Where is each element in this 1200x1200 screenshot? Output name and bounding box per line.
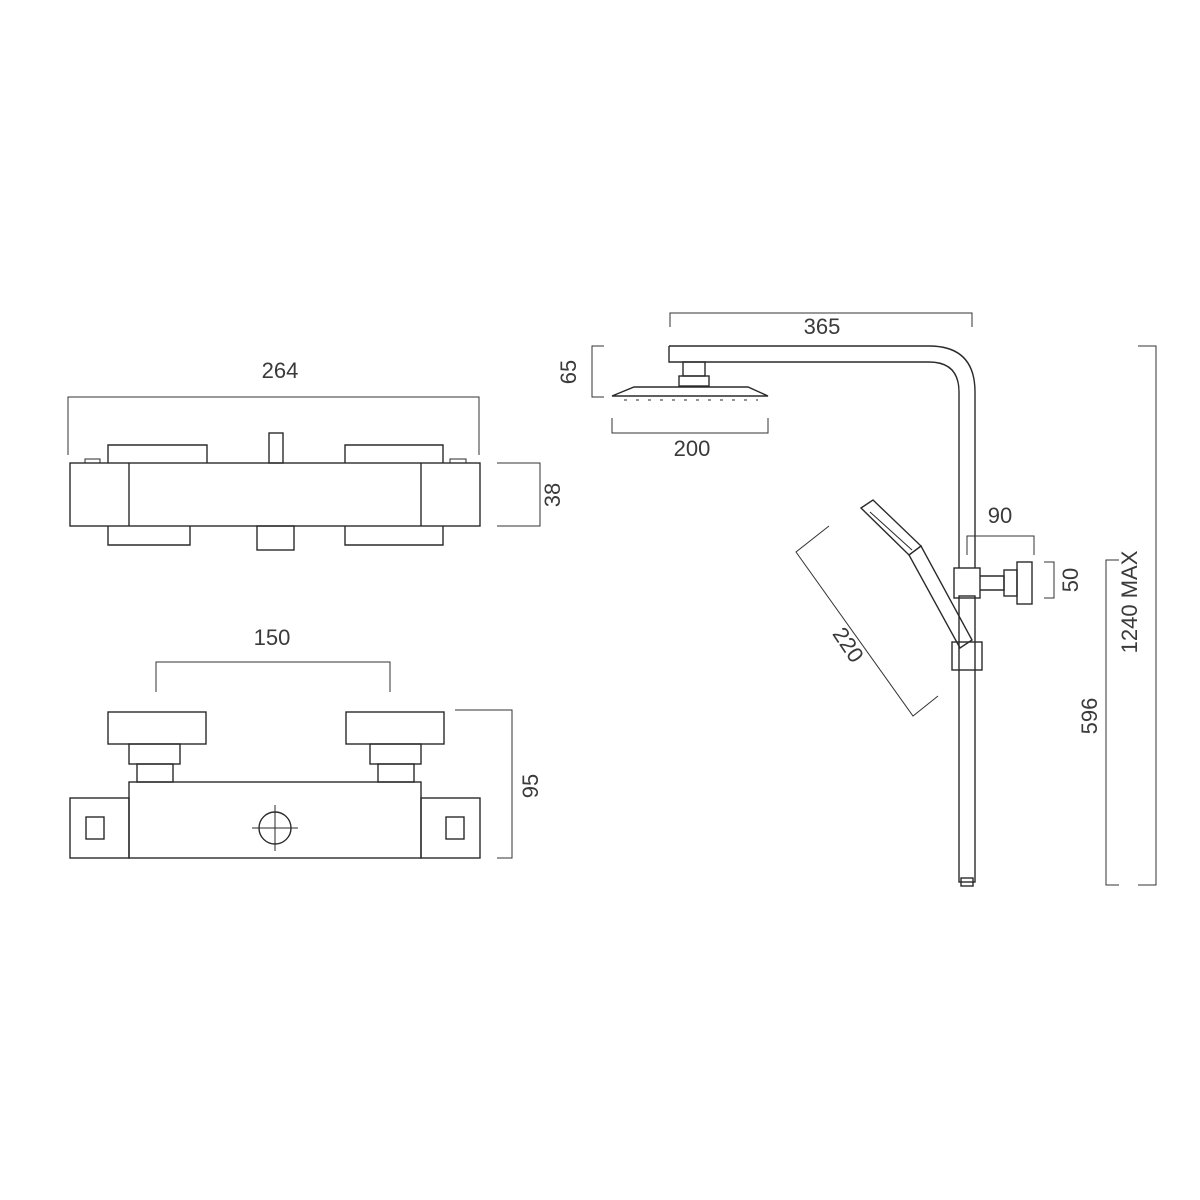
dim-label-264: 264 — [262, 358, 299, 383]
dim-line-65 — [591, 345, 604, 398]
dim-label-50: 50 — [1058, 568, 1083, 592]
valve-top-right-cartridge — [344, 444, 444, 463]
slide-rail — [958, 595, 976, 883]
shower-head — [611, 386, 769, 397]
valve-top-right-lower — [344, 526, 444, 546]
dim-line-1240 — [1138, 345, 1157, 886]
valve-top-body — [69, 462, 481, 527]
dim-label-65: 65 — [556, 360, 581, 384]
dim-line-90 — [966, 535, 1035, 555]
shower-arm-inner — [668, 346, 960, 568]
valve-front-view: 150 95 — [69, 625, 543, 859]
dim-label-95: 95 — [518, 774, 543, 798]
valve-top-left-cartridge — [107, 444, 208, 463]
valve-top-inlet-stub — [268, 432, 284, 464]
valve-top-left-tab — [84, 458, 101, 463]
dim-line-596 — [1105, 559, 1119, 886]
dim-label-200: 200 — [674, 436, 711, 461]
valve-front-left-cap-square — [85, 816, 105, 840]
valve-front-left-knob — [107, 711, 207, 745]
valve-front-right-cap — [420, 797, 481, 859]
valve-front-left-stem — [136, 763, 174, 783]
shower-head-connector — [682, 361, 706, 377]
valve-top-view: 264 38 — [67, 358, 565, 551]
valve-top-outlet — [256, 525, 295, 551]
dim-line-220 — [795, 525, 939, 717]
wall-bracket-clamp — [953, 567, 981, 599]
shower-column: 365 65 200 90 50 220 596 1240 MAX — [556, 312, 1157, 887]
shower-arm — [669, 345, 976, 568]
valve-front-right-knob — [345, 711, 445, 745]
dim-line-264 — [67, 396, 480, 455]
dim-line-38 — [497, 462, 541, 527]
handset-holder — [951, 641, 983, 671]
valve-front-right-cap-square — [445, 816, 465, 840]
valve-front-left-collar — [128, 743, 181, 765]
valve-top-right-tab — [449, 458, 467, 463]
wall-bracket-arm — [980, 575, 1005, 591]
hand-shower-face — [869, 511, 913, 551]
hand-shower-handle — [908, 544, 973, 650]
dim-label-596: 596 — [1077, 698, 1102, 735]
wall-bracket-rosette — [1016, 561, 1033, 605]
wall-bracket-rosette-inner — [1003, 569, 1018, 597]
dim-label-365: 365 — [804, 314, 841, 339]
valve-top-left-lower — [107, 526, 191, 546]
dim-label-150: 150 — [254, 625, 291, 650]
dim-label-90: 90 — [988, 503, 1012, 528]
rail-end-cap — [960, 877, 974, 887]
valve-front-left-cap — [69, 797, 130, 859]
dim-line-200 — [611, 418, 769, 434]
valve-front-right-collar — [369, 743, 422, 765]
dim-line-365 — [669, 312, 973, 327]
shower-head-nut — [678, 375, 710, 387]
dim-line-150 — [155, 661, 391, 692]
dim-line-95 — [455, 709, 513, 859]
dim-label-220: 220 — [828, 623, 869, 667]
dim-line-50 — [1044, 561, 1055, 599]
dim-label-38: 38 — [540, 483, 565, 507]
hand-shower-head — [859, 499, 923, 556]
valve-front-right-stem — [377, 763, 415, 783]
dim-label-1240: 1240 MAX — [1117, 550, 1142, 653]
